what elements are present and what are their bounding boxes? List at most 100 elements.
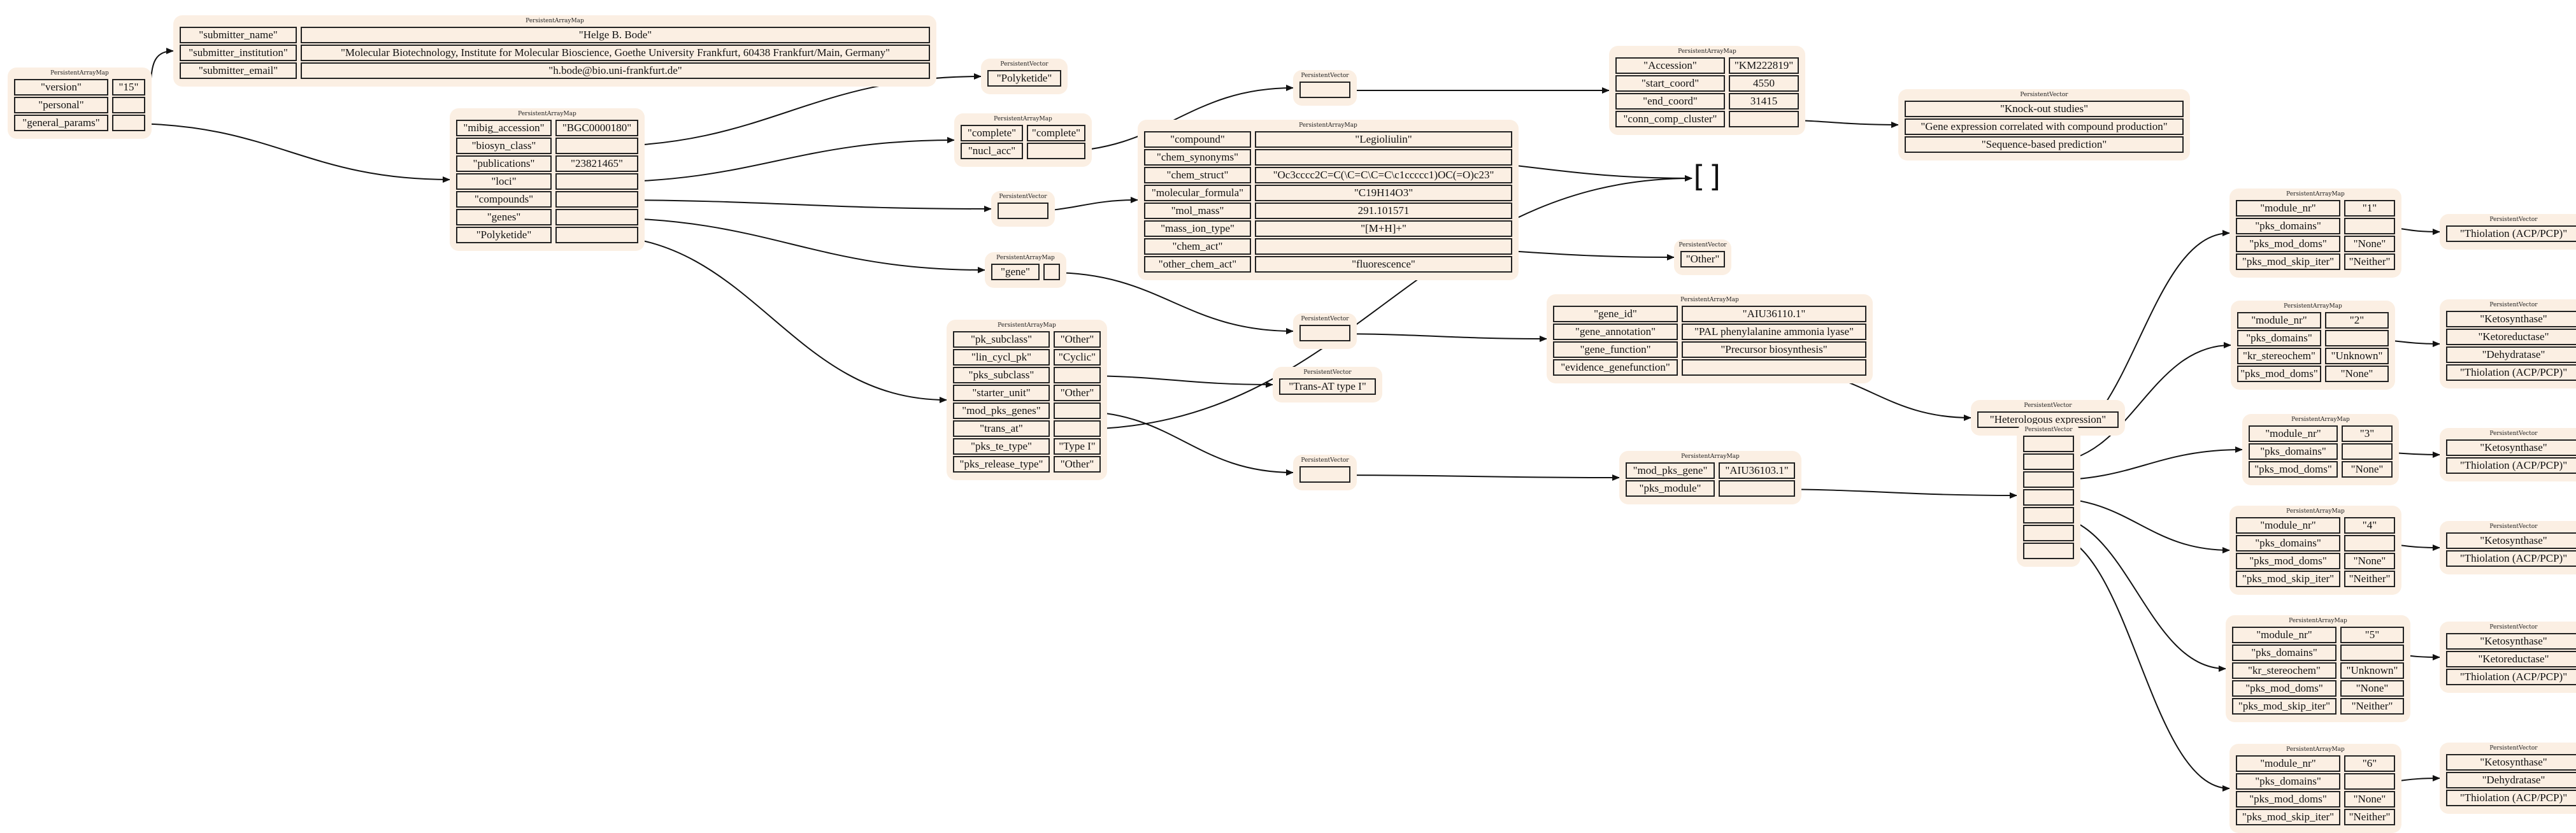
map-node-m4: PersistentArrayMap"module_nr""4""pks_dom… xyxy=(2229,506,2401,595)
map-value-cell: "complete" xyxy=(1027,125,1085,141)
map-key-cell: "general_params" xyxy=(14,115,108,131)
vector-node-m3d: PersistentVector"Ketosynthase""Thiolatio… xyxy=(2440,428,2576,481)
map-key-cell: "pk_subclass" xyxy=(953,331,1050,348)
vector-item-cell: "Thiolation (ACP/PCP)" xyxy=(2446,669,2576,685)
map-value-cell: "[M+H]+" xyxy=(1255,220,1512,237)
map-node-general: PersistentArrayMap"mibig_accession""BGC0… xyxy=(450,108,645,251)
map-key-cell: "pks_mod_skip_iter" xyxy=(2236,809,2340,825)
vector-link-cell xyxy=(1299,466,1350,483)
map-value-cell: "Other" xyxy=(1054,331,1101,348)
map-key-cell: "publications" xyxy=(456,155,552,172)
node-title: PersistentVector xyxy=(1303,369,1352,376)
map-key-cell: "loci" xyxy=(456,173,552,190)
vector-item-cell: "Thiolation (ACP/PCP)" xyxy=(2446,550,2576,567)
map-key-cell: "chem_struct" xyxy=(1144,167,1251,183)
map-value-cell: "AIU36103.1" xyxy=(1719,462,1795,479)
edge-general-to-biosyn xyxy=(596,73,982,147)
map-value-cell: 31415 xyxy=(1729,93,1799,110)
map-node-m1: PersistentArrayMap"module_nr""1""pks_dom… xyxy=(2229,189,2401,278)
edge-modlist-to-m6 xyxy=(2048,533,2230,792)
map-value-cell: "Other" xyxy=(1054,456,1101,473)
edge-general-to-pk xyxy=(596,235,947,403)
vector-node-m4d: PersistentVector"Ketosynthase""Thiolatio… xyxy=(2440,521,2576,574)
node-title: PersistentArrayMap xyxy=(1299,122,1357,129)
vector-item-cell: "Ketosynthase" xyxy=(2446,439,2576,456)
vector-node-m2d: PersistentVector"Ketosynthase""Ketoreduc… xyxy=(2440,299,2576,388)
map-value-cell: "Other" xyxy=(1054,385,1101,401)
node-title: PersistentVector xyxy=(1678,242,1727,248)
node-title: PersistentVector xyxy=(1301,457,1349,464)
map-value-cell: "C19H14O3" xyxy=(1255,185,1512,201)
map-key-cell: "submitter_email" xyxy=(180,62,297,79)
map-key-cell: "submitter_institution" xyxy=(180,45,297,61)
map-value-cell: "KM222819" xyxy=(1729,57,1799,74)
edge-modvec-to-modgene xyxy=(1324,474,1620,481)
vector-item-cell: "Sequence-based prediction" xyxy=(1905,136,2184,153)
vector-link-cell xyxy=(2023,436,2074,452)
map-link-cell xyxy=(555,209,638,225)
node-title: PersistentArrayMap xyxy=(2284,303,2342,310)
map-key-cell: "trans_at" xyxy=(953,420,1050,437)
map-value-cell: "BGC0000180" xyxy=(555,120,638,136)
map-key-cell: "pks_mod_doms" xyxy=(2236,236,2340,252)
vector-node-m1d: PersistentVector"Thiolation (ACP/PCP)" xyxy=(2440,214,2576,250)
map-node-loci: PersistentArrayMap"complete""complete""n… xyxy=(954,113,1092,167)
map-value-cell: "5" xyxy=(2340,627,2404,643)
map-value-cell: "Type I" xyxy=(1054,438,1101,455)
node-title: PersistentArrayMap xyxy=(2286,746,2345,753)
map-value-cell: "PAL phenylalanine ammonia lyase" xyxy=(1682,324,1866,340)
map-value-cell: "2" xyxy=(2325,312,2389,329)
vector-node-m6d: PersistentVector"Ketosynthase""Dehydrata… xyxy=(2440,743,2576,814)
vector-item-cell: "Ketosynthase" xyxy=(2446,633,2576,650)
map-link-cell xyxy=(2344,535,2395,552)
node-title: PersistentArrayMap xyxy=(2291,416,2350,423)
edge-general-to-compvec xyxy=(596,199,992,212)
map-key-cell: "pks_domains" xyxy=(2236,773,2340,790)
map-value-cell: "Oc3cccc2C=C(\C=C\C=C\c1ccccc1)OC(=O)c23… xyxy=(1255,167,1512,183)
map-link-cell xyxy=(2325,330,2389,346)
edge-pk-to-modvec xyxy=(1077,411,1294,476)
node-title: PersistentVector xyxy=(1301,73,1349,79)
map-key-cell: "biosyn_class" xyxy=(456,138,552,154)
node-title: PersistentArrayMap xyxy=(2286,508,2345,515)
map-node-m2: PersistentArrayMap"module_nr""2""pks_dom… xyxy=(2231,301,2395,390)
map-key-cell: "compounds" xyxy=(456,191,552,208)
map-value-cell: "6" xyxy=(2344,755,2395,772)
map-key-cell: "starter_unit" xyxy=(953,385,1050,401)
map-key-cell: "gene_annotation" xyxy=(1553,324,1678,340)
map-key-cell: "module_nr" xyxy=(2236,755,2340,772)
vector-item-cell: "Dehydratase" xyxy=(2446,772,2576,788)
map-key-cell: "pks_domains" xyxy=(2232,644,2336,661)
vector-node-m5d: PersistentVector"Ketosynthase""Ketoreduc… xyxy=(2440,622,2576,693)
map-key-cell: "Accession" xyxy=(1615,57,1725,74)
map-key-cell: "module_nr" xyxy=(2249,425,2338,442)
vector-item-cell: "Ketoreductase" xyxy=(2446,651,2576,667)
map-link-cell xyxy=(1027,143,1085,159)
map-key-cell: "submitter_name" xyxy=(180,27,297,43)
map-key-cell: "kr_stereochem" xyxy=(2237,348,2321,364)
map-link-cell xyxy=(2344,218,2395,234)
node-title: PersistentArrayMap xyxy=(994,116,1052,122)
vector-item-cell: "Polyketide" xyxy=(987,70,1061,87)
map-value-cell: 4550 xyxy=(1729,75,1799,92)
vector-link-cell xyxy=(2023,507,2074,523)
node-title: PersistentArrayMap xyxy=(998,322,1056,329)
map-node-nuclacc: PersistentArrayMap"Accession""KM222819""… xyxy=(1609,46,1805,135)
map-value-cell: "AIU36110.1" xyxy=(1682,306,1866,322)
map-key-cell: "pks_release_type" xyxy=(953,456,1050,473)
node-title: PersistentArrayMap xyxy=(526,18,584,24)
map-key-cell: "pks_subclass" xyxy=(953,367,1050,383)
vector-item-cell: "Dehydratase" xyxy=(2446,346,2576,363)
map-key-cell: "module_nr" xyxy=(2232,627,2336,643)
vector-link-cell xyxy=(2023,471,2074,488)
map-key-cell: "mod_pks_gene" xyxy=(1626,462,1715,479)
map-key-cell: "pks_module" xyxy=(1626,480,1715,497)
vector-node-genevec: PersistentVector xyxy=(1293,313,1357,349)
map-value-cell: "Cyclic" xyxy=(1054,349,1101,366)
map-key-cell: "Polyketide" xyxy=(456,227,552,243)
map-key-cell: "pks_te_type" xyxy=(953,438,1050,455)
map-key-cell: "chem_act" xyxy=(1144,238,1251,255)
map-key-cell: "pks_mod_skip_iter" xyxy=(2232,698,2336,715)
map-key-cell: "pks_mod_doms" xyxy=(2236,553,2340,569)
vector-link-cell xyxy=(2023,489,2074,506)
